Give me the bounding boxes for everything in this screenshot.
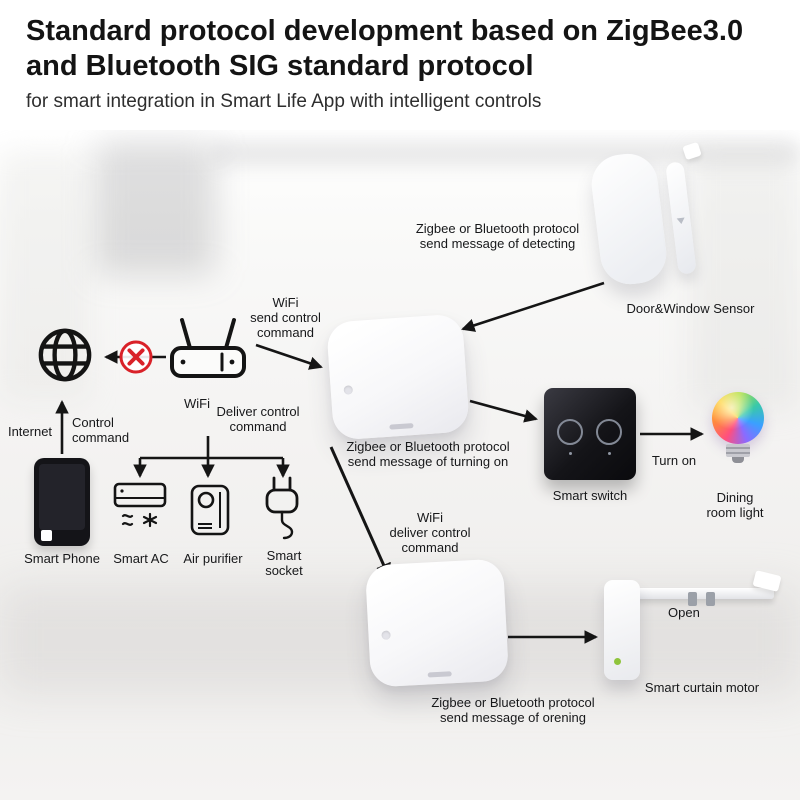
backdrop-blob	[690, 150, 800, 410]
label-smart-curtain-motor: Smart curtain motor	[644, 680, 760, 695]
sensor-body	[588, 150, 670, 288]
bulb-globe	[712, 392, 764, 444]
phone-app-icon	[41, 530, 52, 541]
label-turning-on-message: Zigbee or Bluetooth protocol send messag…	[346, 439, 510, 469]
door-window-sensor-device	[588, 141, 706, 296]
switch-touch-ring	[557, 419, 583, 445]
switch-touch-ring	[596, 419, 622, 445]
label-smart-phone: Smart Phone	[24, 551, 100, 566]
label-door-window-sensor: Door&Window Sensor	[626, 301, 755, 316]
curtain-rail-clip	[688, 592, 697, 606]
title-line-1: Standard protocol development based on Z…	[26, 15, 744, 47]
curtain-rail-clip	[706, 592, 715, 606]
curtain-motor-body	[604, 580, 640, 680]
bulb-screw-base	[726, 444, 750, 457]
phone-screen	[39, 464, 85, 530]
label-detecting-message: Zigbee or Bluetooth protocol send messag…	[415, 221, 580, 251]
internet-globe-icon	[36, 326, 94, 389]
label-control-command: Control command	[72, 415, 130, 445]
label-opening-message: Zigbee or Bluetooth protocol send messag…	[431, 695, 595, 725]
backdrop-blob	[95, 140, 215, 275]
smart-switch-device	[544, 388, 636, 480]
rgb-bulb-icon	[712, 392, 764, 463]
label-smart-socket: Smart socket	[265, 548, 303, 578]
air-purifier-icon	[186, 482, 234, 543]
wifi-router-icon	[166, 314, 250, 391]
switch-indicator-dot	[608, 452, 611, 455]
sensor-chevron-icon	[676, 217, 686, 225]
page-title: Standard protocol development based on Z…	[26, 14, 774, 84]
smart-socket-icon	[256, 476, 308, 545]
zigbee-gateway-device	[326, 313, 470, 441]
label-dining-room-light: Dining room light	[706, 490, 764, 520]
smartphone-icon	[34, 458, 90, 546]
switch-indicator-dot	[569, 452, 572, 455]
zigbee-gateway-2-device	[364, 558, 510, 688]
page-subtitle: for smart integration in Smart Life App …	[26, 90, 542, 112]
curtain-motor-led	[614, 658, 621, 665]
label-wifi-send-command: WiFi send control command	[250, 295, 321, 340]
curtain-motor-device	[604, 570, 789, 687]
label-internet: Internet	[7, 424, 53, 439]
label-wifi: WiFi	[184, 396, 210, 411]
label-smart-ac: Smart AC	[113, 551, 169, 566]
backdrop-blob	[210, 140, 800, 166]
bulb-tip	[732, 457, 744, 463]
smart-ac-icon	[112, 478, 168, 539]
label-open: Open	[668, 605, 700, 620]
label-turn-on: Turn on	[651, 453, 697, 468]
label-deliver-command: Deliver control command	[216, 404, 300, 434]
title-line-2: and Bluetooth SIG standard protocol	[26, 49, 534, 82]
label-wifi-deliver-command: WiFi deliver control command	[389, 510, 471, 555]
header: Standard protocol development based on Z…	[0, 0, 800, 130]
blocked-connection-icon	[118, 339, 154, 380]
label-air-purifier: Air purifier	[183, 551, 243, 566]
label-smart-switch: Smart switch	[552, 488, 628, 503]
